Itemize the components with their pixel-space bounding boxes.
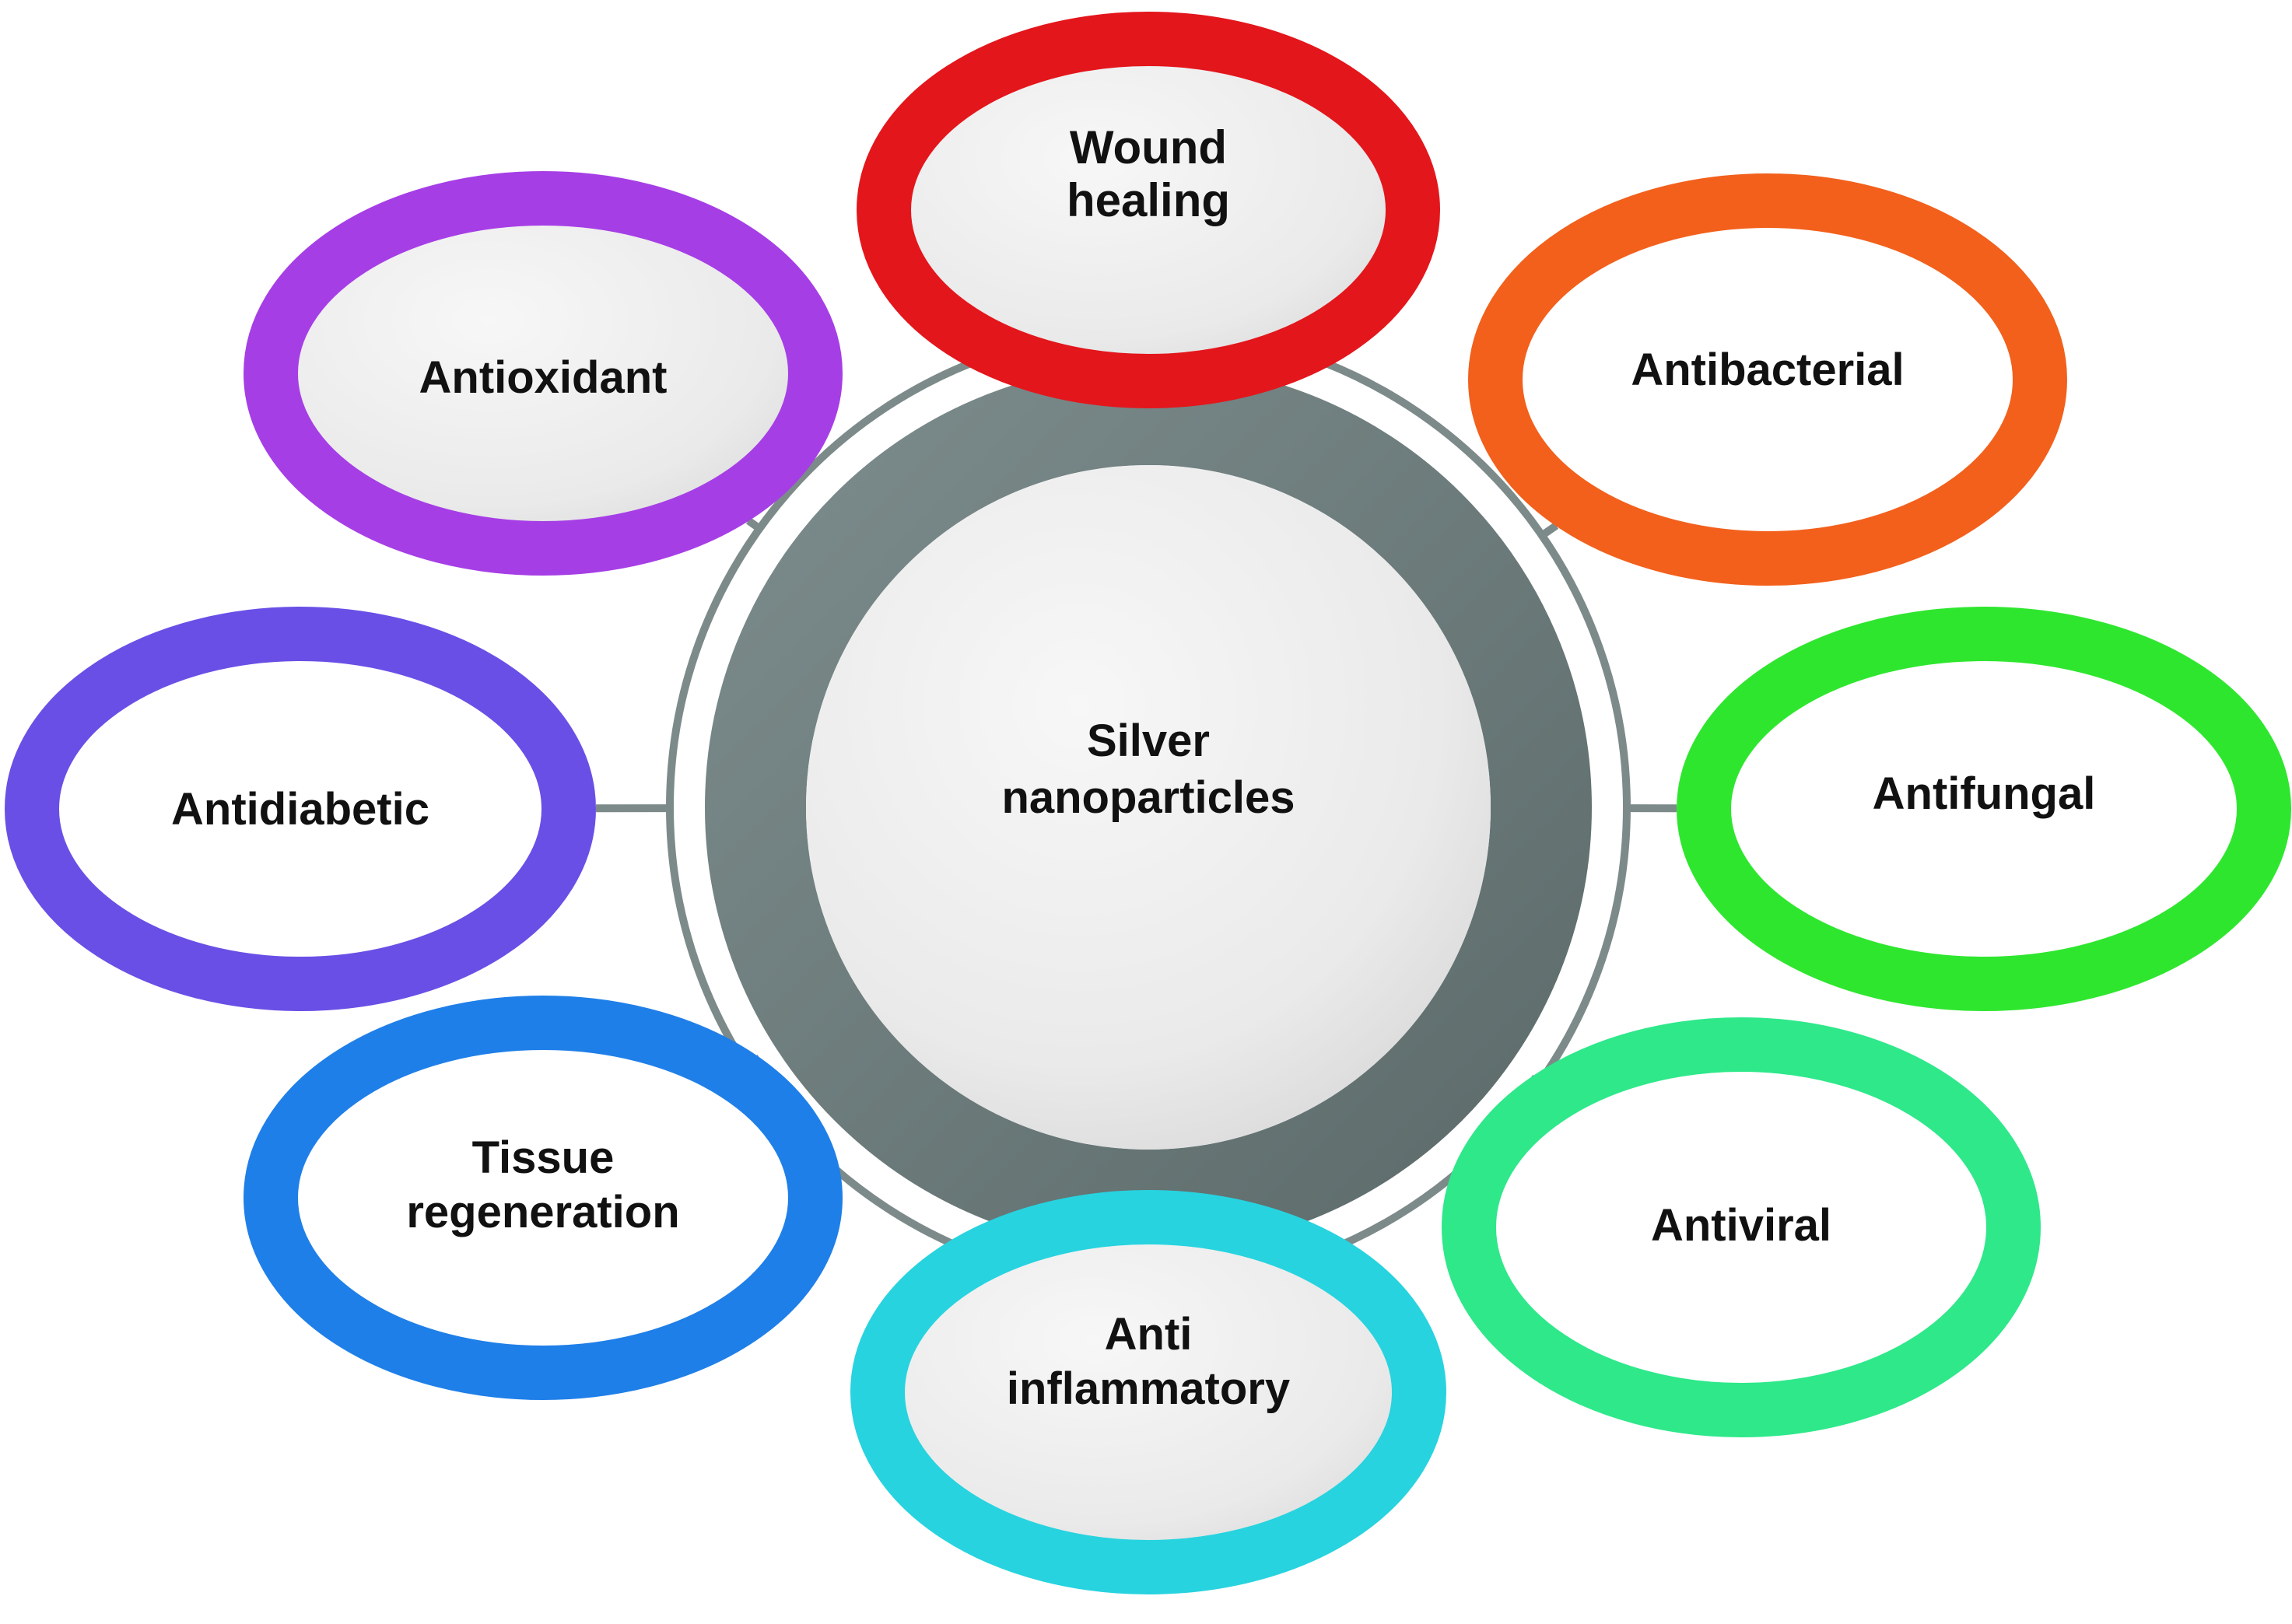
node-fill-tissue-regeneration [271,1023,815,1373]
node-label-antiviral-line1: Antiviral [1651,1200,1831,1251]
node-ring-antioxidant [244,171,843,576]
satellite-nodes: WoundhealingAntibacterialAntifungalAntiv… [5,12,2291,1594]
node-label-antidiabetic-line1: Antidiabetic [171,784,429,835]
node-fill-wound-healing [884,39,1413,381]
node-fill-anti-inflammatory [878,1217,1419,1567]
node-fill-antiviral [1469,1045,2013,1410]
node-fill-antioxidant [271,198,815,548]
node-ring-antibacterial [1468,173,2067,586]
center-label-line2: nanoparticles [1001,772,1295,823]
node-ring-anti-inflammatory [850,1190,1446,1594]
node-antioxidant: Antioxidant [244,171,843,576]
node-label-antibacterial-line1: Antibacterial [1631,345,1904,395]
node-antiviral: Antiviral [1442,1017,2041,1437]
node-label-antioxidant-line1: Antioxidant [419,352,668,403]
center-label-line1: Silver [1087,716,1210,766]
node-label-antifungal-line1: Antifungal [1873,768,2096,819]
node-label-wound-healing-line2: healing [1067,174,1230,226]
node-fill-antifungal [1704,634,2264,984]
node-ring-antifungal [1677,607,2291,1011]
node-label-anti-inflammatory-line1: Anti [1105,1309,1193,1360]
node-antifungal: Antifungal [1677,607,2291,1011]
node-label-tissue-regeneration-line1: Tissue [472,1132,615,1183]
node-label-anti-inflammatory-line2: inflammatory [1007,1363,1290,1414]
center-hub: Silver nanoparticles [666,325,1631,1290]
node-fill-antibacterial [1495,201,2040,558]
node-ring-tissue-regeneration [244,996,843,1400]
hub-inner-disc [806,465,1491,1150]
node-ring-antiviral [1442,1017,2041,1437]
node-antidiabetic: Antidiabetic [5,607,596,1011]
node-label-tissue-regeneration-line2: regeneration [406,1187,679,1237]
node-label-wound-healing-line1: Wound [1070,121,1227,173]
node-ring-wound-healing [857,12,1440,408]
node-ring-antidiabetic [5,607,596,1011]
node-fill-antidiabetic [32,634,569,984]
node-antibacterial: Antibacterial [1468,173,2067,586]
